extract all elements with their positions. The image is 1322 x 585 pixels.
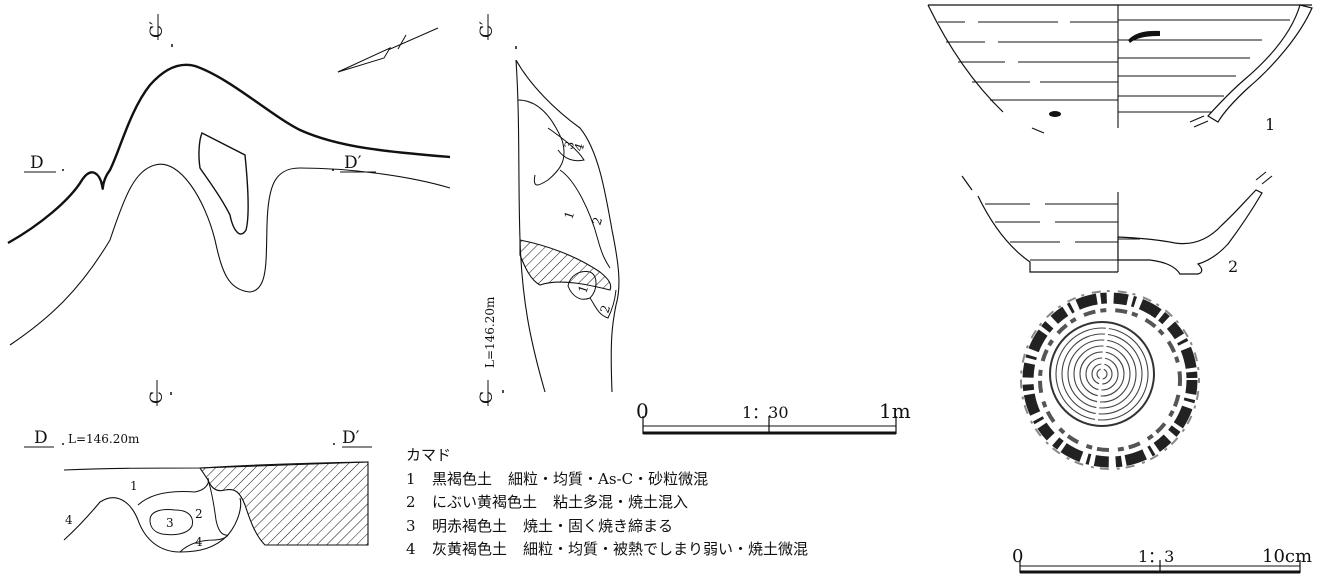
plan-label-d: D [30,153,44,173]
cc-layer-2-lower [589,289,617,319]
dd-layer-label-3: 3 [166,516,174,530]
cc-layer-label-1-lower: 1 [576,283,592,295]
dd-layer-2-boundary [207,479,229,536]
cc-label-c: C [477,391,497,404]
legend-item-number: 3 [406,516,416,535]
legend-item-soil: 黒褐色土 [432,469,493,488]
legend-item-description: 細粒・均質・As-C・砂粒微混 [508,469,709,488]
cc-layer-label-1: 1 [562,209,578,221]
section-cc [487,14,620,406]
legend-title: カマド [406,446,452,464]
scale-bar-pottery [1019,560,1301,574]
scale-feature-end: 1m [879,399,911,423]
legend-item-description: 焼土・固く焼き締まる [523,516,674,535]
pottery-2-number: 2 [1228,257,1238,276]
cc-layer-label-3: 3 [562,139,578,151]
dd-layer-1-2-boundary [137,477,209,506]
legend-item: 2 にぶい黄褐色土粘土多混・焼土混入 [406,491,808,515]
pottery-1 [927,4,1313,134]
dd-layer-label-1: 1 [130,479,138,493]
pottery-1-mark-a [1128,30,1160,43]
scale-pottery-start: 0 [1012,546,1023,567]
cc-outer-profile [515,59,620,393]
plan-label-c-prime: C′ [147,21,167,38]
cc-label-c-prime: C′ [477,21,497,38]
scale-pottery-end: 10cm [1262,546,1312,567]
pottery-1-right-wall [1207,4,1313,123]
north-arrow-icon [337,27,439,73]
pottery-1-number: 1 [1265,115,1275,134]
pottery-base-rubbing [1020,290,1200,470]
pottery-2-right-section [1117,189,1263,275]
dd-layer-label-4b: 4 [195,535,203,549]
plan-label-d-prime: D′ [344,153,362,173]
plan-flue [198,132,249,235]
legend-item-soil: 明赤褐色土 [432,516,508,535]
pottery-1-left-profile [927,4,1004,113]
legend-item-number: 2 [406,493,416,511]
pottery-1-mark-b [1049,111,1061,117]
cc-level: L=146.20m [483,296,497,368]
scale-feature-ratio: 1：30 [742,403,789,422]
scale-feature-start: 0 [636,399,649,423]
dd-layer-label-4a: 4 [65,513,73,527]
dd-label-d: D [34,428,48,448]
cc-layer-4 [547,127,585,162]
legend-item-number: 1 [406,469,416,488]
dd-hatched-area [198,461,369,546]
legend-item-soil: にぶい黄褐色土 [432,493,538,511]
legend-item: 1 黒褐色土細粒・均質・As-C・砂粒微混 [406,468,808,492]
scale-pottery-ratio: 1：3 [1138,547,1174,566]
cc-layer-label-2: 2 [590,215,606,227]
plan-outer-outline [7,63,451,245]
dd-layer-3 [149,509,193,536]
legend-item-description: 粘土多混・焼土混入 [553,493,689,511]
pottery-2 [961,171,1273,275]
dd-layer-4 [179,534,229,553]
dd-layer-label-2: 2 [195,507,203,521]
legend-item-description: 細粒・均質・被熱でしまり弱い・焼土微混 [523,540,809,558]
cc-layer-label-2-lower: 2 [598,303,614,315]
plan-view [7,14,451,406]
legend-item: 3 明赤褐色土焼土・固く焼き締まる [406,515,808,539]
cc-layer-1-lower [567,271,597,300]
cc-layer-2 [559,169,611,269]
cc-hatched-area [519,239,612,291]
legend-item-soil: 灰黄褐色土 [432,540,508,558]
plan-label-c: C [147,391,167,404]
dd-level: L=146.20m [68,432,140,446]
legend-item: 4 灰黄褐色土細粒・均質・被熱でしまり弱い・焼土微混 [406,538,808,562]
dd-label-d-prime: D′ [342,428,360,448]
pottery-2-left-profile [977,195,1118,273]
scale-bar-feature [642,416,897,435]
cc-layer-3 [517,99,565,186]
section-dd [24,443,372,553]
soil-legend: カマド 1 黒褐色土細粒・均質・As-C・砂粒微混 2 にぶい黄褐色土粘土多混・焼土… [406,444,808,562]
dd-pit-outline [63,497,242,553]
legend-item-number: 4 [406,540,416,558]
cc-layer-label-4: 4 [572,141,588,153]
plan-inner-outline [9,163,451,346]
